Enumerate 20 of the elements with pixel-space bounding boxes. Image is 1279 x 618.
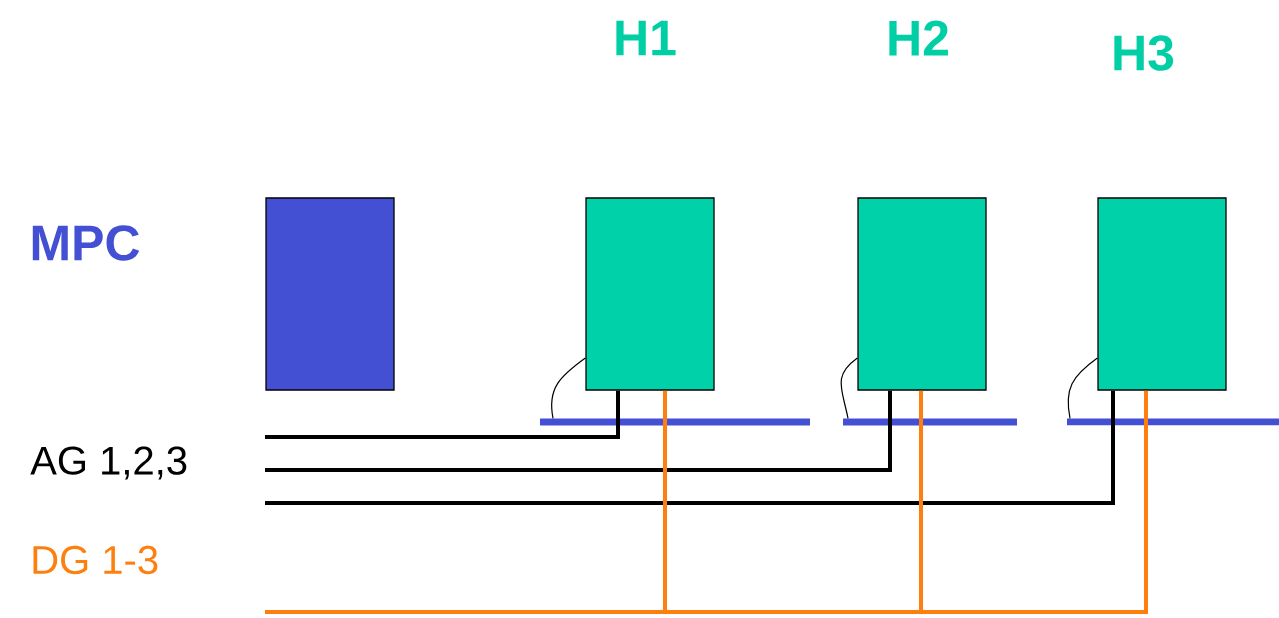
leader-line: [840, 357, 858, 419]
node-label: H2: [889, 20, 948, 56]
bus-bar: [540, 418, 810, 426]
connector-line: [265, 390, 1115, 505]
block-box: H3: [1097, 35, 1227, 391]
connector-line: [265, 390, 620, 439]
line-label: AG 1,2,3: [30, 446, 187, 480]
bus-bar: [1067, 418, 1279, 426]
block-box: H1: [585, 20, 715, 391]
connector-line: [265, 390, 892, 472]
leader-line: [551, 357, 586, 419]
node-label: H3: [1114, 35, 1174, 71]
block-box: H2: [857, 20, 987, 391]
leader-line: [1067, 357, 1098, 419]
bus-bar: [843, 418, 1017, 426]
block-box: [265, 197, 395, 391]
side-label: MPC: [32, 225, 140, 261]
connector-line: [265, 390, 1148, 614]
node-label: H1: [616, 20, 676, 56]
line-label: DG 1-3: [33, 545, 158, 575]
